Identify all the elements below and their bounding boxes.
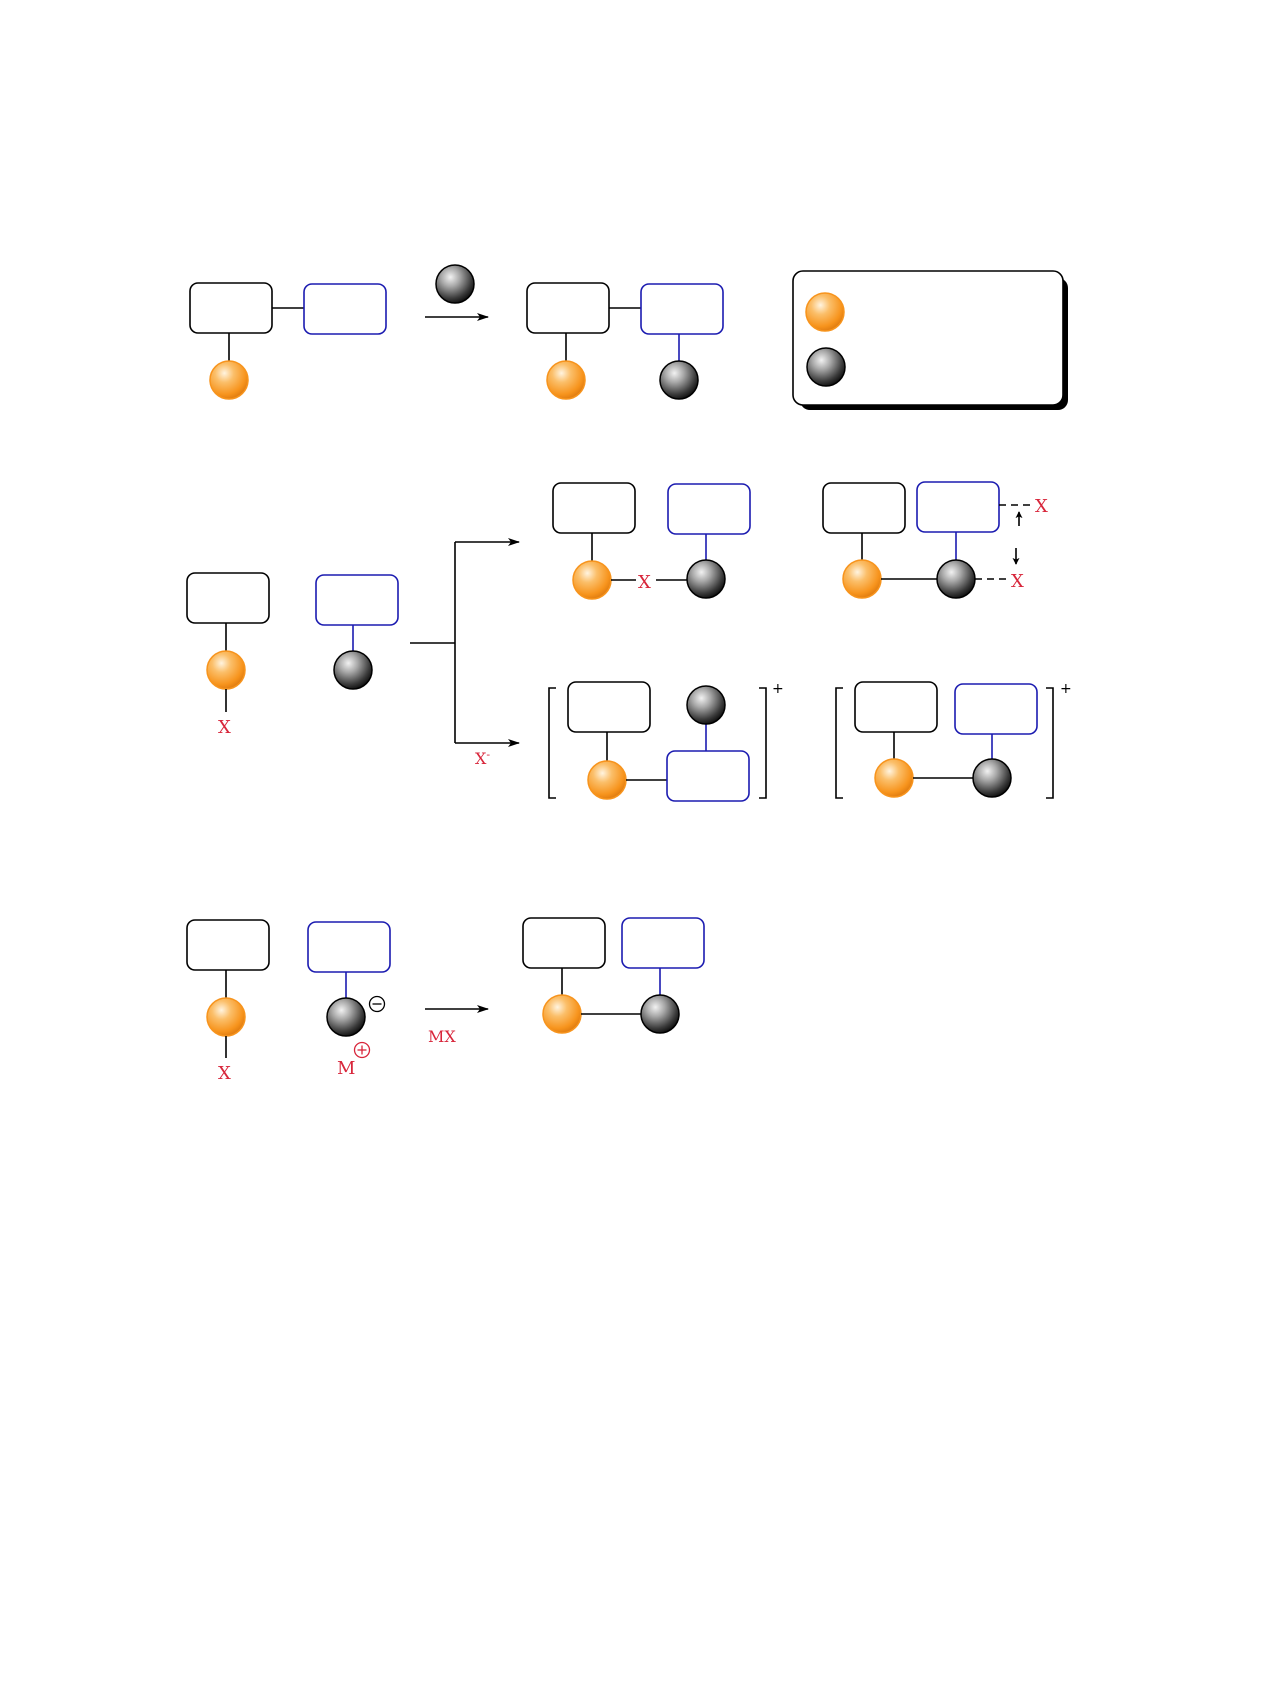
gray-sphere-icon [972, 758, 1012, 798]
salt-byproduct-label: MX [428, 1027, 456, 1046]
complex-box-blue [916, 481, 1000, 533]
gray-sphere-icon [686, 559, 726, 599]
complex-box-blue [954, 683, 1038, 735]
gray-sphere-icon [686, 685, 726, 725]
right-bracket [759, 687, 767, 799]
orange-sphere-icon [206, 997, 246, 1037]
gray-sphere-icon [806, 347, 846, 387]
product-box-black [526, 282, 610, 334]
complex-box-black [854, 681, 938, 733]
cationic-complex-b: + [835, 681, 1072, 799]
cation-charge-label: + [1060, 681, 1072, 697]
anion-byproduct-label: X- [475, 748, 490, 768]
complex-box-black [552, 482, 636, 534]
reactant-box-blue [315, 574, 399, 626]
left-bracket [835, 687, 843, 799]
complex-box-black [567, 681, 651, 733]
gray-sphere-icon [326, 997, 366, 1037]
orange-sphere-icon [587, 760, 627, 800]
legend-box [792, 270, 1068, 410]
orange-sphere-icon [542, 994, 582, 1034]
product-box-blue [621, 917, 705, 969]
leaving-group-label: X [218, 1063, 231, 1084]
substrate-box-black [189, 282, 273, 334]
circled-minus-icon [368, 995, 386, 1013]
product-box-blue [640, 283, 724, 335]
gray-sphere-icon [333, 650, 373, 690]
orange-sphere-icon [546, 360, 586, 400]
orange-sphere-icon [842, 559, 882, 599]
complex-box-blue [666, 750, 750, 802]
metal-counterion-label: M [337, 1058, 355, 1079]
orange-sphere-icon [805, 292, 845, 332]
cation-charge-label: + [772, 681, 784, 697]
legend-frame [792, 270, 1064, 406]
product-box-black [522, 917, 606, 969]
complex-box-blue [667, 483, 751, 535]
complex-box-black [822, 482, 906, 534]
reactant-box-blue [307, 921, 391, 973]
halide-label: X [1011, 571, 1024, 592]
orange-sphere-icon [206, 650, 246, 690]
left-bracket [548, 687, 556, 799]
gray-sphere-icon [659, 360, 699, 400]
gray-sphere-icon [640, 994, 680, 1034]
halide-label: X [1035, 496, 1048, 517]
reactant-box-black [186, 572, 270, 624]
row-2-cation-pathways: X X- X X X [186, 481, 1072, 802]
orange-sphere-icon [874, 758, 914, 798]
row-1-direct-functionalization [189, 264, 1068, 410]
bridging-halide-label: X [638, 572, 651, 593]
cationic-complex-a: + [548, 681, 784, 802]
orange-sphere-icon [209, 360, 249, 400]
right-bracket [1046, 687, 1054, 799]
reactant-box-black [186, 919, 270, 971]
circled-plus-icon [353, 1041, 371, 1059]
gray-sphere-icon [936, 559, 976, 599]
row-3-salt-metathesis: X M MX [186, 917, 705, 1084]
gray-sphere-icon [435, 264, 475, 304]
orange-sphere-icon [572, 560, 612, 600]
leaving-group-label: X [218, 717, 231, 738]
substrate-box-blue [303, 283, 387, 335]
